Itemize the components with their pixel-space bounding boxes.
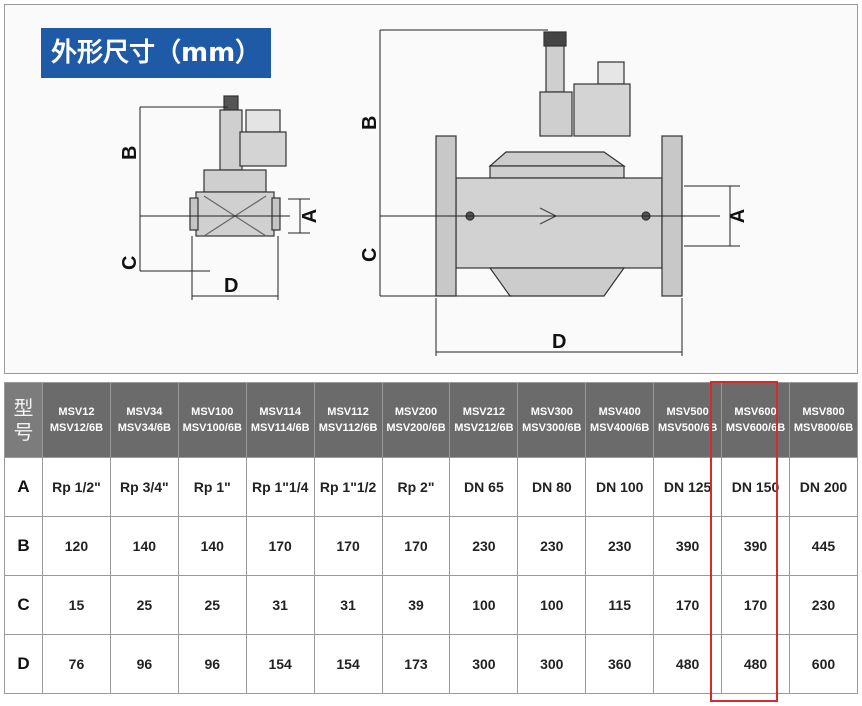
row-key-cell: B (4, 516, 43, 576)
table-cell: DN 80 (517, 457, 587, 517)
corner-label-line-2: 号 (13, 420, 34, 444)
table-cell: 300 (517, 634, 587, 694)
table-cell: 100 (449, 575, 519, 635)
table-cell: DN 100 (585, 457, 655, 517)
table-cell: 230 (449, 516, 519, 576)
table-cell: 230 (788, 575, 859, 635)
table-cell: 300 (449, 634, 519, 694)
table-cell: 100 (517, 575, 587, 635)
table-cell: 154 (245, 634, 315, 694)
table-cell: 76 (42, 634, 111, 694)
table-cell: 170 (245, 516, 315, 576)
table-cell: DN 200 (788, 457, 859, 517)
table-cell: 390 (653, 516, 723, 576)
page-title: 外形尺寸（mm） (41, 28, 272, 78)
table-cell: 170 (721, 575, 790, 635)
large-valve-drawing (435, 31, 683, 297)
table-cell: 480 (721, 634, 790, 694)
table-cell: 15 (42, 575, 111, 635)
small-valve-label-b: B (119, 146, 141, 160)
table-cell: 25 (177, 575, 247, 635)
small-valve-label-d: D (224, 275, 238, 297)
table-cell: 173 (381, 634, 451, 694)
table-cell: DN 150 (721, 457, 790, 517)
corner-label-line-1: 型 (13, 396, 34, 420)
table-cell: 154 (313, 634, 383, 694)
row-key-cell: A (4, 457, 43, 517)
table-cell: 31 (313, 575, 383, 635)
table-cell: Rp 1" (177, 457, 247, 517)
table-cell: 445 (788, 516, 859, 576)
table-cell: Rp 3/4" (109, 457, 179, 517)
valve-drawings: B C A D B C A D (119, 29, 749, 356)
table-cell: 170 (381, 516, 451, 576)
table-cell: 600 (788, 634, 859, 694)
large-valve-dimension-lines (379, 29, 740, 356)
table-cell: Rp 1"1/4 (245, 457, 315, 517)
table-cell: 480 (653, 634, 723, 694)
row-key-cell: C (4, 575, 43, 635)
large-valve-label-b: B (359, 116, 381, 130)
table-cell: DN 125 (653, 457, 723, 517)
table-cell: 31 (245, 575, 315, 635)
table-row: A Rp 1/2" Rp 3/4" Rp 1" Rp 1"1/4 Rp 1"1/… (4, 457, 859, 517)
table-row: B 120 140 140 170 170 170 230 230 230 39… (4, 516, 859, 576)
table-cell: 140 (109, 516, 179, 576)
table-cell: 96 (109, 634, 179, 694)
large-valve-label-d: D (552, 331, 566, 353)
table-cell: 230 (517, 516, 587, 576)
model-corner-cell: 型 号 (4, 382, 43, 458)
small-valve-dimension-lines (139, 106, 310, 300)
table-cell: 230 (585, 516, 655, 576)
table-cell: 140 (177, 516, 247, 576)
small-valve-label-c: C (119, 256, 141, 270)
table-cell: Rp 1"1/2 (313, 457, 383, 517)
table-row: D 76 96 96 154 154 173 300 300 360 480 4… (4, 634, 859, 694)
large-valve-label-a: A (727, 209, 749, 223)
large-valve-label-c: C (359, 248, 381, 262)
table-cell: 390 (721, 516, 790, 576)
table-cell: 120 (42, 516, 111, 576)
table-cell: 96 (177, 634, 247, 694)
table-cell: DN 65 (449, 457, 519, 517)
table-cell: Rp 2" (381, 457, 451, 517)
table-cell: 360 (585, 634, 655, 694)
row-key-cell: D (4, 634, 43, 694)
table-cell: 25 (109, 575, 179, 635)
table-row: C 15 25 25 31 31 39 100 100 115 170 170 … (4, 575, 859, 635)
small-valve-label-a: A (299, 209, 321, 223)
table-cell: Rp 1/2" (42, 457, 111, 517)
small-valve-drawing (189, 95, 287, 237)
table-cell: 170 (653, 575, 723, 635)
table-cell: 39 (381, 575, 451, 635)
table-cell: 115 (585, 575, 655, 635)
table-cell: 170 (313, 516, 383, 576)
